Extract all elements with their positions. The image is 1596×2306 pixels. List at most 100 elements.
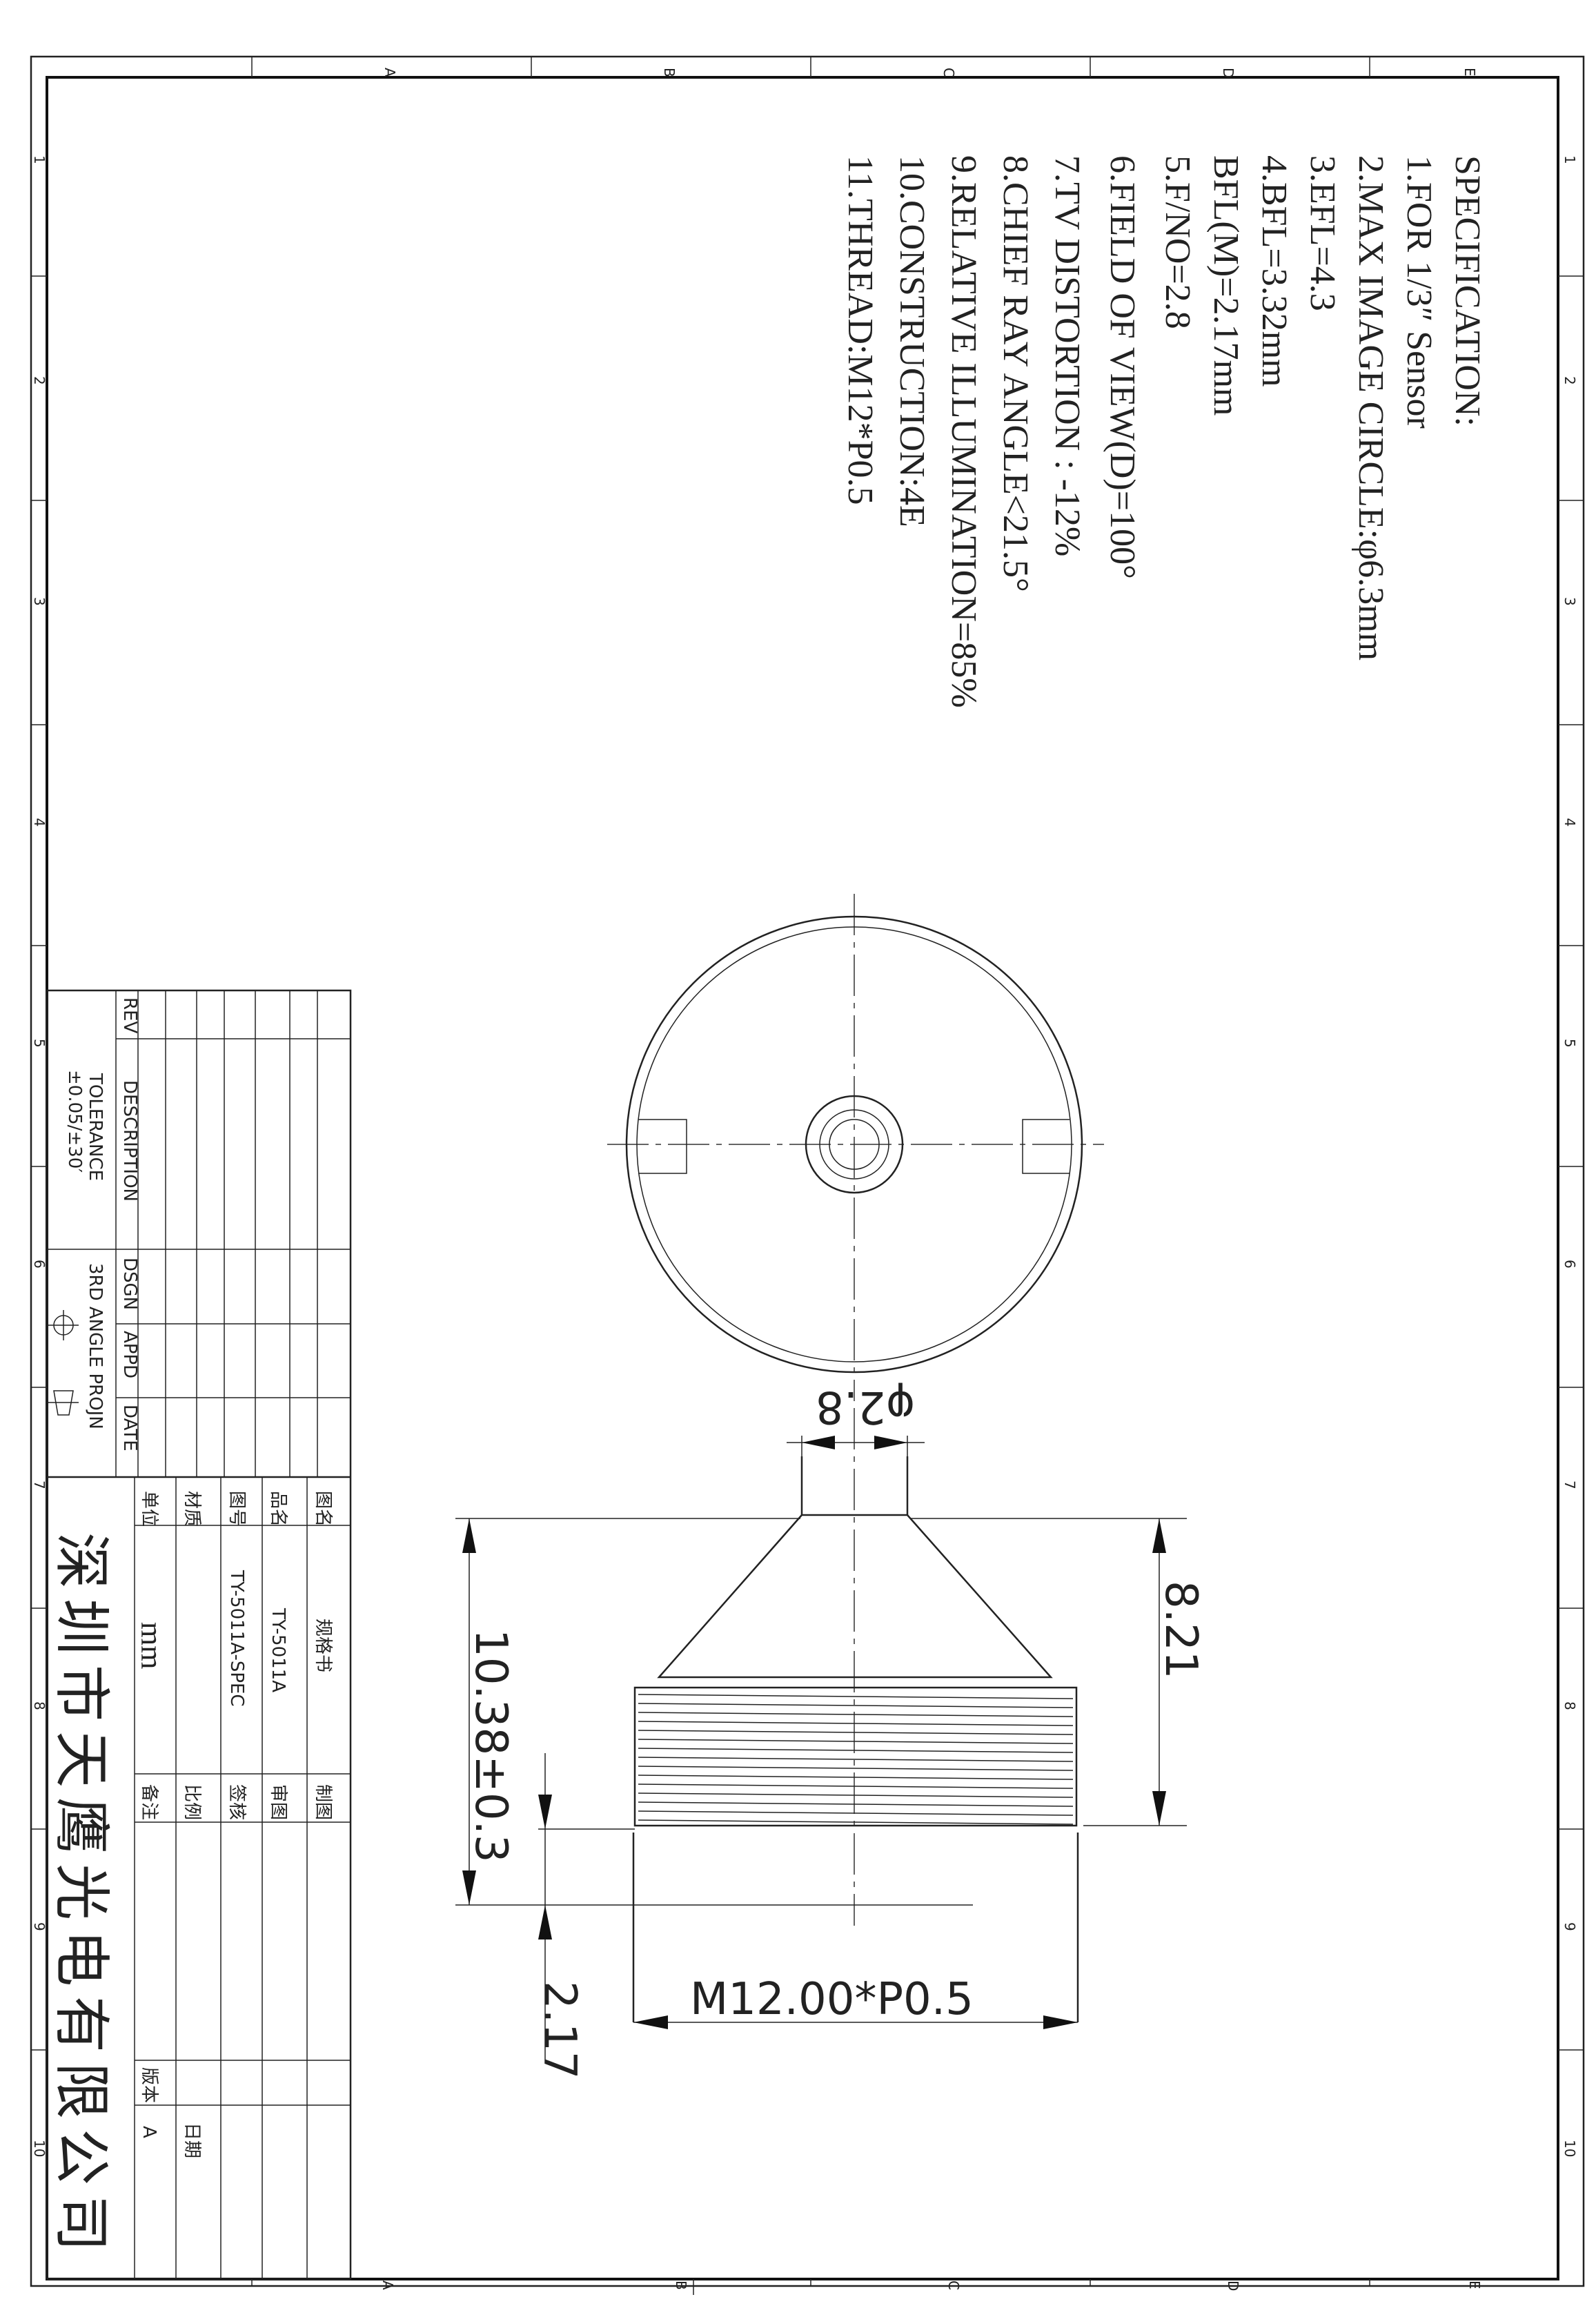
col-letter-c: C (940, 68, 957, 77)
bore-arrow-right (874, 1436, 907, 1449)
spec-title: SPECIFICATION: (1448, 155, 1487, 427)
outer-rim-circle (625, 915, 1083, 1374)
col-letter-e-bottom: E (1466, 2280, 1483, 2289)
col-letter-a: A (382, 68, 398, 77)
dim-head-height: 8.21 (1155, 1581, 1206, 1679)
col-letter-b: B (661, 68, 678, 77)
dim-bore-dia: φ2.8 (816, 1381, 915, 1432)
tb-drawing-name: 规格书 (313, 1619, 333, 1672)
dimensions: φ2.8 8.21 10.38±0.3 2.17 M12.00*P0.5 (455, 1381, 1206, 2080)
tb-dsgn: DSGN (119, 1258, 140, 1310)
row-num-3: 3 (31, 597, 48, 606)
thread-line (638, 1748, 1074, 1753)
inner-rim-circle (636, 926, 1072, 1362)
right-row-ruler: 1 2 3 4 5 6 7 8 9 10 (1558, 155, 1584, 2157)
right-notch (1022, 1119, 1070, 1174)
col-letter-b-bottom: B (673, 2280, 689, 2290)
row-num-5: 5 (31, 1039, 48, 1048)
lens-side-view (552, 1408, 1079, 2022)
top-column-ruler: A B C D E (251, 57, 1478, 78)
spec-line-8: 7.TV DISTORTION : -12% (1047, 155, 1087, 556)
row-num-10-right: 10 (1561, 2140, 1578, 2157)
inner-frame (46, 76, 1559, 2280)
tb-drawing-name-label: 图名 (313, 1491, 333, 1527)
row-num-3-right: 3 (1561, 597, 1578, 606)
row-num-10: 10 (31, 2140, 48, 2157)
tb-date: DATE (119, 1405, 140, 1452)
dim-back-length: 2.17 (534, 1981, 585, 2080)
thread-line (638, 1757, 1074, 1762)
thread-arrow-right (1043, 2015, 1078, 2029)
spec-line-1: 1.FOR 1/3″ Sensor (1399, 155, 1439, 429)
spec-line-9: 8.CHIEF RAY ANGLE<21.5° (996, 155, 1035, 592)
back-arrow-bottom (538, 1905, 552, 1939)
bore-circle (819, 1109, 889, 1180)
tb-tolerance-value: ±0.05/±30′ (64, 1070, 85, 1173)
row-num-7: 7 (31, 1481, 48, 1489)
bore-inner-circle (829, 1119, 880, 1170)
thread-line (638, 1784, 1074, 1789)
thread-line (638, 1801, 1074, 1807)
tb-product-label: 品名 (268, 1491, 288, 1527)
lens-cone (657, 1514, 1053, 1679)
overall-arrow-bottom (462, 1870, 476, 1905)
thread-lines (638, 1694, 1074, 1825)
thread-line (638, 1703, 1074, 1708)
tb-tolerance-label: TOLERANCE (85, 1073, 106, 1181)
bottom-column-ruler: A B C D E (251, 2279, 1483, 2295)
row-num-4-right: 4 (1561, 818, 1578, 827)
tb-scale-label: 比例 (181, 1784, 202, 1820)
col-letter-e: E (1461, 68, 1478, 77)
tb-drawn-label: 制图 (313, 1784, 333, 1820)
row-num-2-right: 2 (1561, 376, 1578, 385)
tb-number: TY-5011A-SPEC (226, 1570, 247, 1707)
row-num-7-right: 7 (1561, 1481, 1578, 1489)
third-angle-projection-icon (48, 1310, 79, 1416)
thread-line (638, 1730, 1074, 1735)
specification-block: SPECIFICATION: 1.FOR 1/3″ Sensor 2.MAX I… (840, 155, 1487, 708)
row-num-8: 8 (31, 1701, 48, 1710)
col-letter-d-bottom: D (1225, 2280, 1241, 2291)
thread-line (638, 1775, 1074, 1780)
tb-material-label: 材质 (181, 1491, 202, 1527)
row-num-6-right: 6 (1561, 1260, 1578, 1269)
title-block: REV DESCRIPTION DSGN APPD DATE TOLERANCE… (46, 989, 352, 2280)
bore-outer-circle (805, 1095, 904, 1194)
spec-line-2: 2.MAX IMAGE CIRCLE:φ6.3mm (1351, 155, 1390, 661)
spec-line-10: 9.RELATIVE ILLUMINATION=85% (944, 155, 983, 708)
thread-line (638, 1721, 1074, 1726)
tb-appd: APPD (119, 1331, 140, 1378)
tb-date-label: 日期 (181, 2122, 202, 2158)
row-num-9: 9 (31, 1922, 48, 1931)
back-barrel (632, 1833, 1079, 2022)
row-num-5-right: 5 (1561, 1039, 1578, 1048)
tb-description: DESCRIPTION (119, 1080, 140, 1202)
left-row-ruler: 1 2 3 4 5 6 7 8 9 10 (31, 155, 48, 2157)
back-arrow-top (538, 1795, 552, 1829)
spec-line-6: 5.F/NO=2.8 (1158, 155, 1197, 329)
thread-line (638, 1792, 1074, 1798)
spec-line-11: 10.CONSTRUCTION:4E (892, 155, 932, 527)
row-num-4: 4 (31, 818, 48, 827)
thread-body (633, 1686, 1078, 1827)
head-arrow-bottom (1152, 1791, 1166, 1826)
tb-check-label: 签核 (226, 1784, 247, 1820)
thread-line (638, 1739, 1074, 1744)
row-num-6: 6 (31, 1260, 48, 1269)
lens-front-view (607, 894, 1104, 1401)
tb-unit: mm (135, 1622, 168, 1669)
spec-line-3: 3.EFL=4.3 (1303, 155, 1342, 311)
thread-line (638, 1810, 1074, 1816)
thread-line (638, 1819, 1074, 1825)
tb-version-label: 版本 (139, 2067, 159, 2103)
tb-rev: REV (119, 997, 140, 1033)
tb-product: TY-5011A (268, 1608, 288, 1692)
bore-arrow-left (802, 1436, 835, 1449)
tb-version: A (139, 2126, 159, 2138)
col-letter-c-bottom: C (945, 2280, 962, 2290)
spec-line-4: 4.BFL=3.32mm (1254, 155, 1294, 387)
col-letter-d: D (1220, 68, 1237, 78)
thread-line (638, 1712, 1074, 1717)
thread-line (638, 1766, 1074, 1771)
